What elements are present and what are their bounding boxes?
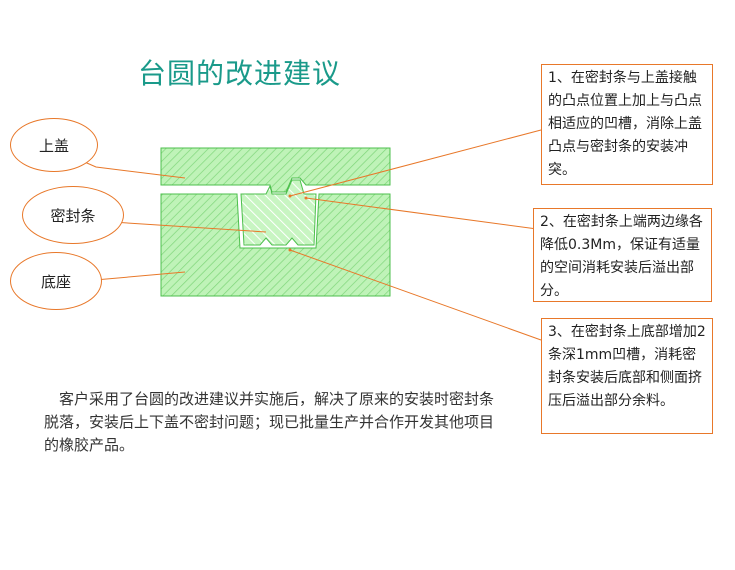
callout-seal-strip: 密封条 xyxy=(22,186,124,244)
callout-base: 底座 xyxy=(10,252,102,310)
note-leaders xyxy=(289,129,542,341)
improvement-note-3: 3、在密封条上底部增加2条深1mm凹槽，消耗密封条安装后底部和侧面挤压后溢出部分… xyxy=(541,318,713,434)
base-part xyxy=(160,193,391,297)
improvement-note-1: 1、在密封条与上盖接触的凸点位置上加上与凸点相适应的凹槽，消除上盖凸点与密封条的… xyxy=(541,64,713,185)
upper-cover-part xyxy=(160,147,391,193)
leader-arrowheads xyxy=(288,194,308,252)
summary-paragraph: 客户采用了台圆的改进建议并实施后，解决了原来的安装时密封条脱落，安装后上下盖不密… xyxy=(44,390,495,454)
page-title: 台圆的改进建议 xyxy=(138,57,342,90)
callout-upper-cover: 上盖 xyxy=(10,118,98,172)
improvement-note-2: 2、在密封条上端两边缘各降低0.3Mm，保证有适量的空间消耗安装后溢出部分。 xyxy=(533,208,712,302)
seal-strip-part xyxy=(240,179,317,246)
